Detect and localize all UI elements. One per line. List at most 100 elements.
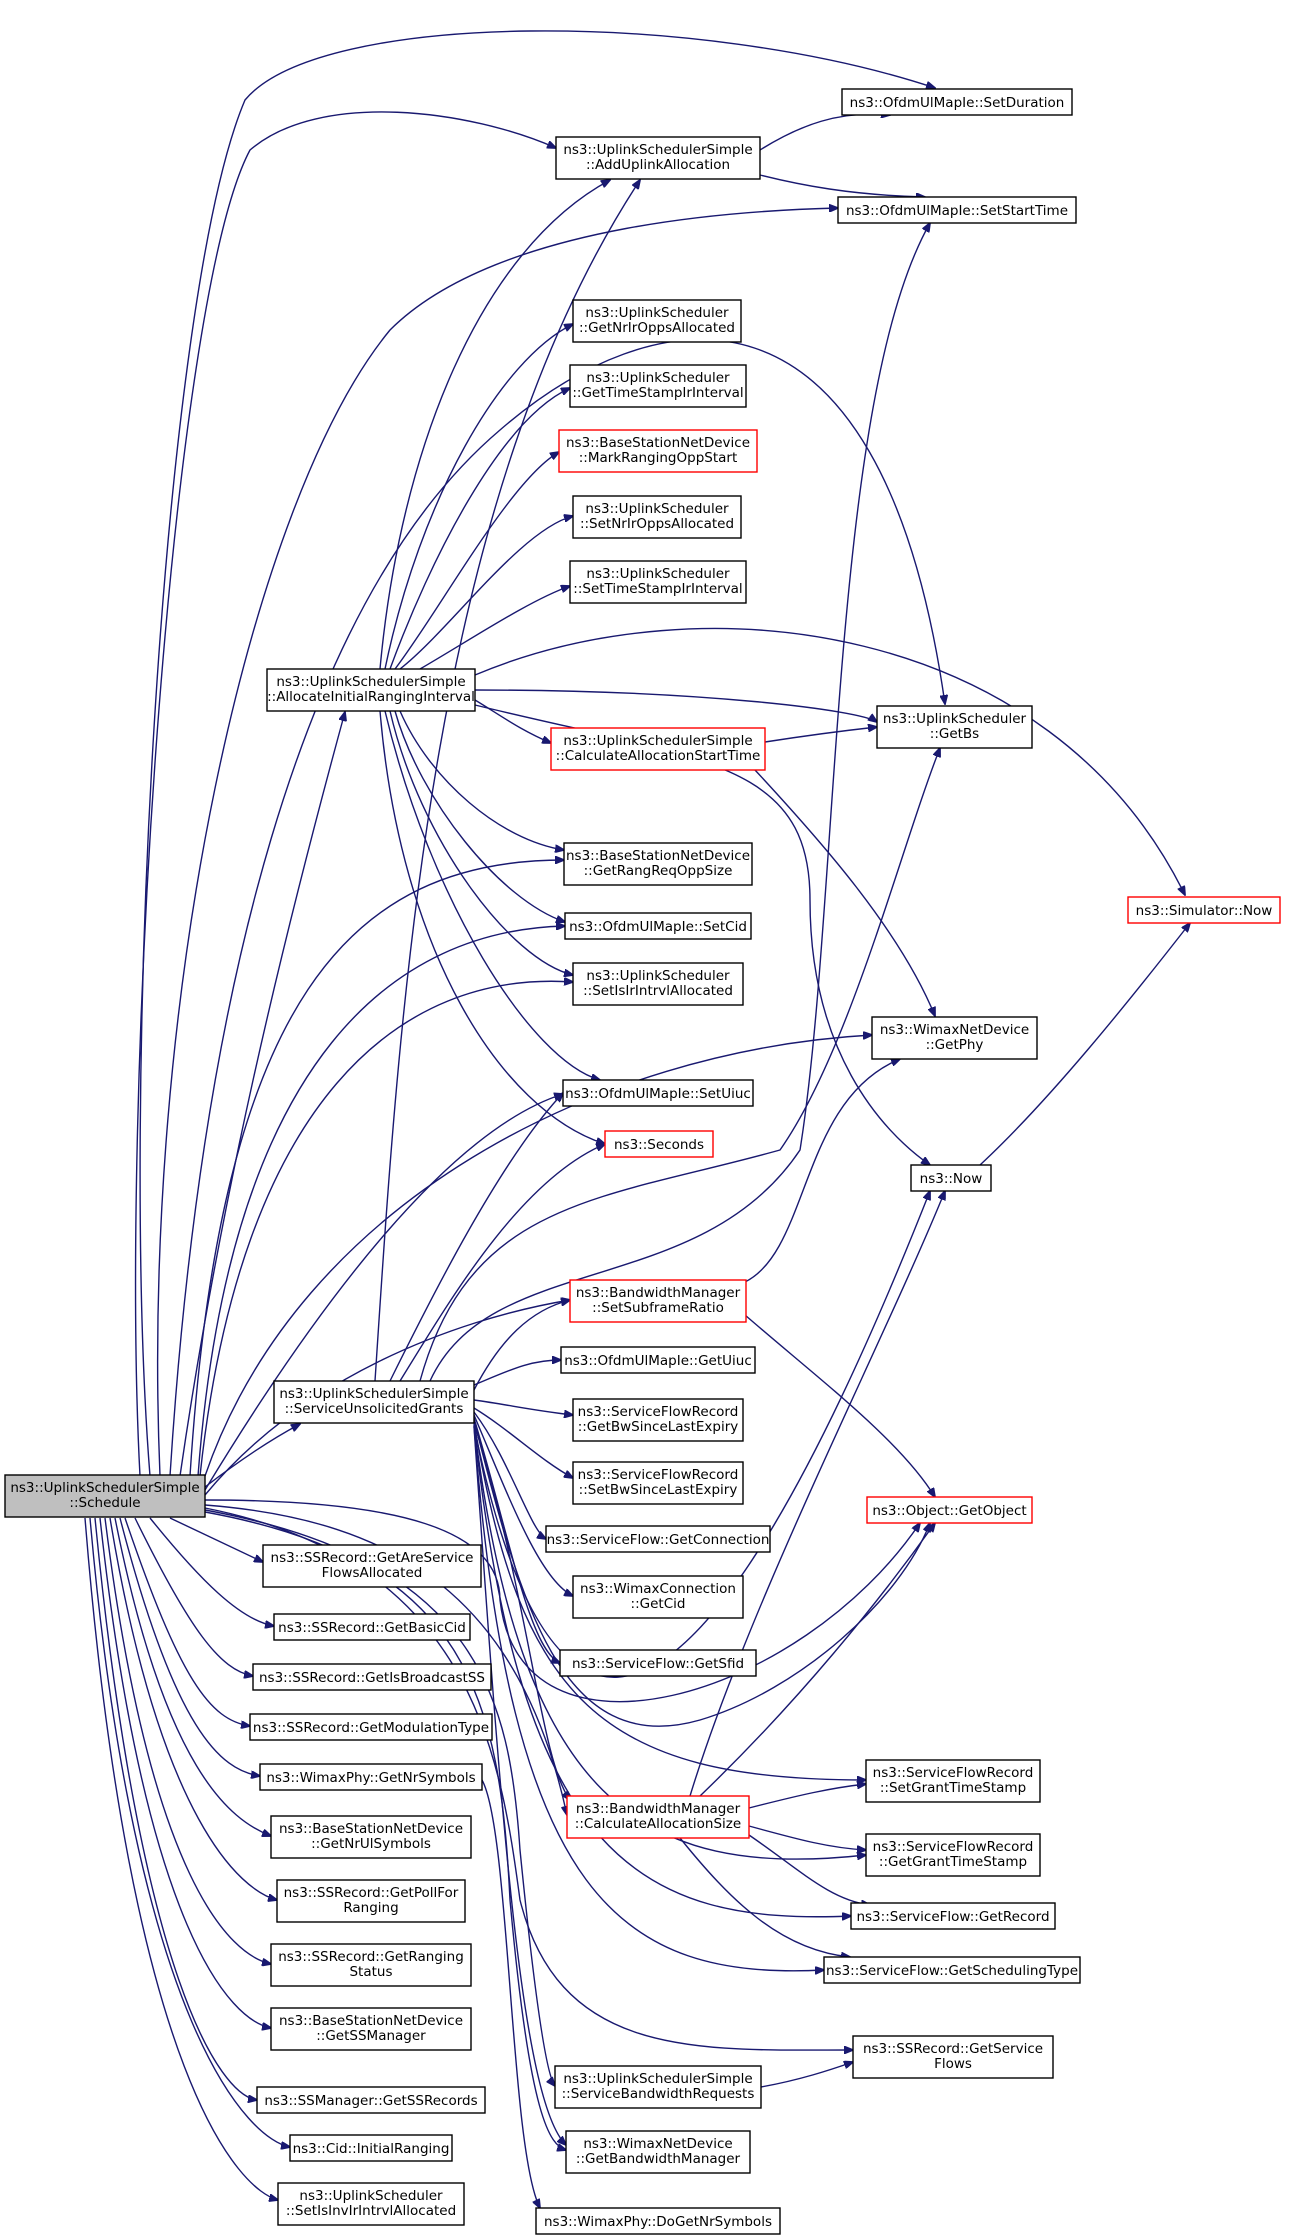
node-donrsymbols[interactable]: ns3::WimaxPhy::DoGetNrSymbols [535,2207,781,2235]
node-setstarttime[interactable]: ns3::OfdmUlMapIe::SetStartTime [837,196,1077,224]
node-now[interactable]: ns3::Now [910,1164,992,1192]
edge-calcsize-now [689,1191,945,1797]
node-box [550,727,766,771]
node-box [563,842,753,886]
node-label: ns3::OfdmUlMapIe::SetStartTime [846,203,1068,219]
edge-add-setduration [759,114,890,151]
node-simnow[interactable]: ns3::Simulator::Now [1127,896,1281,924]
node-markranging[interactable]: ns3::BaseStationNetDevice::MarkRangingOp… [558,429,758,473]
node-getrangreq[interactable]: ns3::BaseStationNetDevice::GetRangReqOpp… [563,842,753,886]
node-getgrantts[interactable]: ns3::ServiceFlowRecord::GetGrantTimeStam… [865,1833,1041,1877]
node-getconnection[interactable]: ns3::ServiceFlow::GetConnection [545,1525,771,1553]
node-allocinit[interactable]: ns3::UplinkSchedulerSimple::AllocateInit… [266,668,476,712]
node-setisinv[interactable]: ns3::UplinkScheduler::SetIsInvIrIntrvlAl… [277,2182,465,2226]
node-label: ns3::ServiceFlow::GetConnection [547,1532,770,1548]
node-getssrecords[interactable]: ns3::SSManager::GetSSRecords [256,2086,486,2114]
edge-calcsize-getrecord [748,1834,870,1905]
node-getnrir[interactable]: ns3::UplinkScheduler::GetNrIrOppsAllocat… [572,299,742,343]
node-calcstart[interactable]: ns3::UplinkSchedulerSimple::CalculateAll… [550,727,766,771]
node-box [276,1879,466,1923]
node-label: ns3::ServiceFlowRecord [578,1467,739,1483]
edge-unsol-setbwsince [473,1407,573,1478]
edge-schedule-setduration [139,30,935,1477]
node-getssmanager[interactable]: ns3::BaseStationNetDevice::GetSSManager [270,2007,472,2051]
node-getareservice[interactable]: ns3::SSRecord::GetAreServiceFlowsAllocat… [262,1544,482,1588]
node-label: ::SetNrIrOppsAllocated [580,516,734,532]
node-getnrsymbols[interactable]: ns3::WimaxPhy::GetNrSymbols [259,1763,483,1791]
node-setuiuc[interactable]: ns3::OfdmUlMapIe::SetUiuc [562,1079,754,1107]
node-label: ns3::OfdmUlMapIe::SetCid [569,919,747,935]
node-getphy[interactable]: ns3::WimaxNetDevice::GetPhy [871,1016,1038,1060]
node-setbwsince[interactable]: ns3::ServiceFlowRecord::SetBwSinceLastEx… [572,1461,744,1505]
node-getbasiccid[interactable]: ns3::SSRecord::GetBasicCid [273,1613,471,1641]
node-label: ::AllocateInitialRangingInterval [267,689,475,705]
node-label: ::GetCid [631,1596,686,1612]
edge-alloc-setnrir [399,516,573,670]
edge-subframe-getphy [744,1059,900,1283]
node-box [841,88,1073,116]
node-label: ns3::UplinkScheduler [586,566,730,582]
node-getuiuc[interactable]: ns3::OfdmUlMapIe::GetUiuc [560,1346,756,1374]
node-initialranging[interactable]: ns3::Cid::InitialRanging [289,2134,453,2162]
node-label: Ranging [343,1900,398,1916]
edge-alloc-getbs [474,689,877,722]
node-getschedtype[interactable]: ns3::ServiceFlow::GetSchedulingType [823,1956,1081,1984]
node-box [270,1815,472,1859]
node-schedule[interactable]: ns3::UplinkSchedulerSimple::Schedule [4,1474,206,1518]
edge-alloc-markranging [394,452,559,670]
node-box [572,1461,744,1505]
edge-alloc-simnow [474,627,1185,895]
node-getmodulation[interactable]: ns3::SSRecord::GetModulationType [249,1713,493,1741]
node-getbwsince[interactable]: ns3::ServiceFlowRecord::GetBwSinceLastEx… [572,1398,744,1442]
node-label: ns3::UplinkSchedulerSimple [563,2071,752,2087]
node-label: ::SetBwSinceLastExpiry [579,1482,738,1498]
node-box [562,1079,754,1107]
node-setcid[interactable]: ns3::OfdmUlMapIe::SetCid [564,912,752,940]
node-getsfid[interactable]: ns3::ServiceFlow::GetSfid [559,1649,757,1677]
node-label: Flows [934,2056,972,2072]
edge-schedule-getssmanager [99,1517,271,2028]
node-settimestamp[interactable]: ns3::UplinkScheduler::SetTimeStampIrInte… [569,560,747,604]
node-getnrulsymbols[interactable]: ns3::BaseStationNetDevice::GetNrUlSymbol… [270,1815,472,1859]
edge-unsol-getschedtype [473,1425,824,1971]
node-setnrir[interactable]: ns3::UplinkScheduler::SetNrIrOppsAllocat… [572,495,742,539]
node-label: ns3::WimaxNetDevice [583,2136,732,2152]
edge-alloc-setuiuc [384,710,600,1080]
node-box [572,299,742,343]
node-label: ::Schedule [69,1495,140,1511]
node-adduplink[interactable]: ns3::UplinkSchedulerSimple::AddUplinkAll… [555,136,761,180]
node-label: ns3::UplinkSchedulerSimple [276,674,465,690]
node-box [823,1956,1081,1984]
node-getobject[interactable]: ns3::Object::GetObject [866,1496,1033,1524]
node-label: ns3::WimaxConnection [580,1581,736,1597]
node-getrecord[interactable]: ns3::ServiceFlow::GetRecord [850,1902,1056,1930]
node-box [262,1544,482,1588]
node-setduration[interactable]: ns3::OfdmUlMapIe::SetDuration [841,88,1073,116]
node-box [876,705,1033,749]
node-setsubframe[interactable]: ns3::BandwidthManager::SetSubframeRatio [569,1279,747,1323]
node-box [572,1575,744,1619]
node-label: ::GetNrUlSymbols [311,1836,431,1852]
node-label: ns3::ServiceFlowRecord [578,1404,739,1420]
node-getbs[interactable]: ns3::UplinkScheduler::GetBs [876,705,1033,749]
node-getisbroadcast[interactable]: ns3::SSRecord::GetIsBroadcastSS [252,1663,492,1691]
node-label: ns3::UplinkScheduler [299,2188,443,2204]
node-gettimestamp[interactable]: ns3::UplinkScheduler::GetTimeStampIrInte… [569,364,747,408]
node-label: ::SetIsInvIrIntrvlAllocated [286,2203,456,2219]
node-seconds[interactable]: ns3::Seconds [604,1130,714,1158]
node-wimaxgetcid[interactable]: ns3::WimaxConnection::GetCid [572,1575,744,1619]
edge-unsol-calcallocsize [473,1422,570,1800]
node-getbwmanager[interactable]: ns3::WimaxNetDevice::GetBandwidthManager [565,2130,751,2174]
node-serviceunsol[interactable]: ns3::UplinkSchedulerSimple::ServiceUnsol… [273,1380,475,1424]
node-setgrantts[interactable]: ns3::ServiceFlowRecord::SetGrantTimeStam… [865,1759,1041,1803]
node-setisir[interactable]: ns3::UplinkScheduler::SetIsIrIntrvlAlloc… [572,962,744,1006]
node-box [565,2130,751,2174]
node-label: ::GetBs [930,726,979,742]
node-calcallocsize[interactable]: ns3::BandwidthManager::CalculateAllocati… [566,1795,750,1839]
edge-schedule-getnrulsymbols [114,1517,271,1836]
node-box [270,1943,472,1987]
node-servicebw[interactable]: ns3::UplinkSchedulerSimple::ServiceBandw… [554,2065,762,2109]
